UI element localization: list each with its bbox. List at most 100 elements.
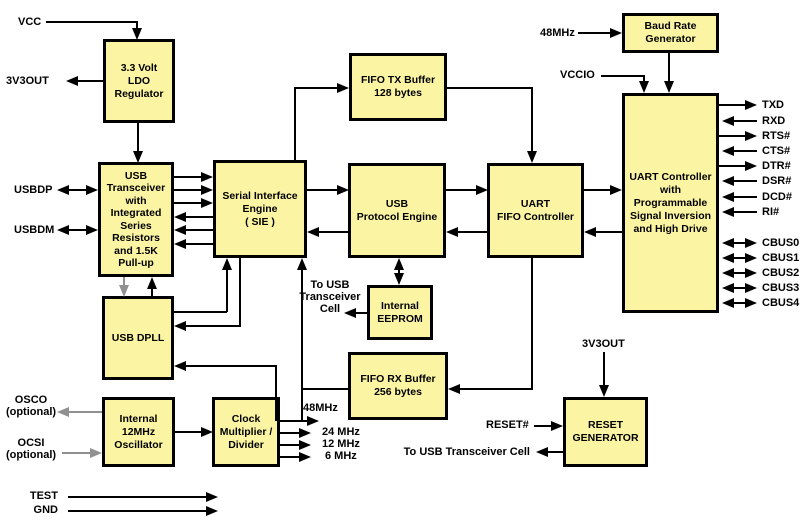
cbus4-arrowhead-right [745,298,757,308]
signal-label-cbus0: CBUS0 [762,237,800,249]
sie-dpll-arrowhead [174,321,186,331]
block-serial-interface-engine: Serial Interface Engine ( SIE ) [213,160,307,258]
wire-sie-xcvr-2 [184,229,213,231]
wire-fifotx-fifoctl-v [531,87,533,152]
wire-fifoctl-uart-h [584,189,611,191]
wire-vcc-v [136,21,138,30]
usbdp-arrowhead-right [86,185,98,195]
wire-fiforx-sie-h [301,388,348,390]
wire-3v3out-reset-v [603,352,605,386]
wire-sie-xcvr-1 [184,216,213,218]
block-uart-fifo-controller: UART FIFO Controller [487,163,584,258]
pin-label-48mhz-in: 48MHz [540,27,575,39]
xcvr-sie-arrowhead-2 [201,185,213,195]
wire-clk-6mhz [280,456,300,458]
signal-label-cts: CTS# [762,145,791,157]
xcvr-dpll-arrowhead-down [119,285,129,297]
prot-fifoctl-arrowhead [476,185,488,195]
wire-sie-xcvr-3 [184,243,213,245]
wire-cbus0 [733,242,746,244]
block-baud-rate-generator: Baud Rate Generator [622,13,719,53]
signal-label-dtr: DTR# [762,160,791,172]
pin-label-ocsi: OCSI (optional) [5,437,57,461]
wire-prot-fifoctl-h [446,189,476,191]
wire-48mhz-dpll-v [275,365,277,421]
eeprom-prot-arrowhead-up [394,258,404,270]
wire-cbus4 [733,302,746,304]
wire-uart-fifoctl-h [595,231,622,233]
wire-xcvr-dpll-down [123,277,125,287]
signal-label-cbus1: CBUS1 [762,252,800,264]
wire-clk48-sie-v [301,269,303,422]
clk48-sie-arrowhead [297,258,307,270]
wire-brg-uart-v [668,53,670,83]
wire-cbus1 [733,257,746,259]
wire-gnd [68,510,207,512]
pin-label-vccio: VCCIO [560,69,595,81]
eeprom-prot-arrowhead-down [394,273,404,285]
clk-24mhz-arrowhead [299,428,311,438]
wire-test [68,496,207,498]
wire-dtr [719,165,746,167]
wire-cbus3 [733,287,746,289]
cbus4-arrowhead-left [722,298,734,308]
dpll-sie-arrowhead [222,258,232,270]
usbdm-arrowhead-right [86,225,98,235]
wire-sie-fifotx-v [294,88,296,160]
wire-rts [719,135,746,137]
fifoctl-fiforx-arrowhead [448,384,460,394]
wire-xcvr-sie-1 [174,176,202,178]
signal-label-ri: RI# [762,206,780,218]
wire-ocsi [62,452,91,454]
wire-xcvr-sie-2 [174,189,202,191]
xcvr-sie-arrowhead-1 [201,172,213,182]
label-to-usb-transceiver-cell-reset: To USB Transceiver Cell [403,446,530,458]
dcd-arrowhead [722,192,734,202]
signal-label-cbus2: CBUS2 [762,267,800,279]
wire-ri [733,211,757,213]
rts-arrowhead [745,131,757,141]
cbus0-arrowhead-right [745,238,757,248]
wire-ldo-xcvr [137,123,139,153]
wire-dcd [733,196,757,198]
wire-vcc-h [46,21,137,23]
dsr-arrowhead [722,176,734,186]
wire-reset-in [534,425,552,427]
3v3out-reset-arrowhead [599,385,609,397]
wire-48mhz-brg [578,32,611,34]
osco-arrowhead [57,407,69,417]
clock-label-48mhz: 48MHz [303,402,338,414]
cbus0-arrowhead-left [722,238,734,248]
wire-sie-fifotx-h [294,87,337,89]
rxd-arrowhead [722,116,734,126]
clock-label-12mhz: 12 MHz [322,438,360,450]
48mhz-brg-arrowhead [610,28,622,38]
pin-label-gnd: GND [33,504,58,516]
vccio-arrowhead [639,81,649,93]
fifotx-fifoctl-arrowhead [527,151,537,163]
wire-dpll-sie-v [226,269,228,312]
pin-label-usbdp: USBDP [14,184,53,196]
wire-cts [733,150,757,152]
txd-arrowhead [745,100,757,110]
block-ldo-regulator: 3.3 Volt LDO Regulator [103,39,175,123]
dtr-arrowhead [745,161,757,171]
ldo-xcvr-arrowhead [133,151,143,163]
48mhz-dpll-arrowhead [174,361,186,371]
block-internal-eeprom: Internal EEPROM [367,285,433,340]
wire-dsr [733,180,757,182]
clock-label-24mhz: 24 MHz [322,426,360,438]
pin-label-osco: OSCO (optional) [5,394,57,418]
wire-usbdp [66,189,88,191]
wire-cbus2 [733,272,746,274]
cbus3-arrowhead-left [722,283,734,293]
wire-sie-prot-h [307,189,337,191]
brg-uart-arrowhead [664,81,674,93]
reset-cell-arrowhead [536,447,548,457]
reset-in-arrowhead [551,421,563,431]
test-arrowhead [206,492,218,502]
3v3out-arrowhead [66,76,78,86]
pin-label-reset: RESET# [486,419,529,431]
sie-prot-arrowhead [337,185,349,195]
